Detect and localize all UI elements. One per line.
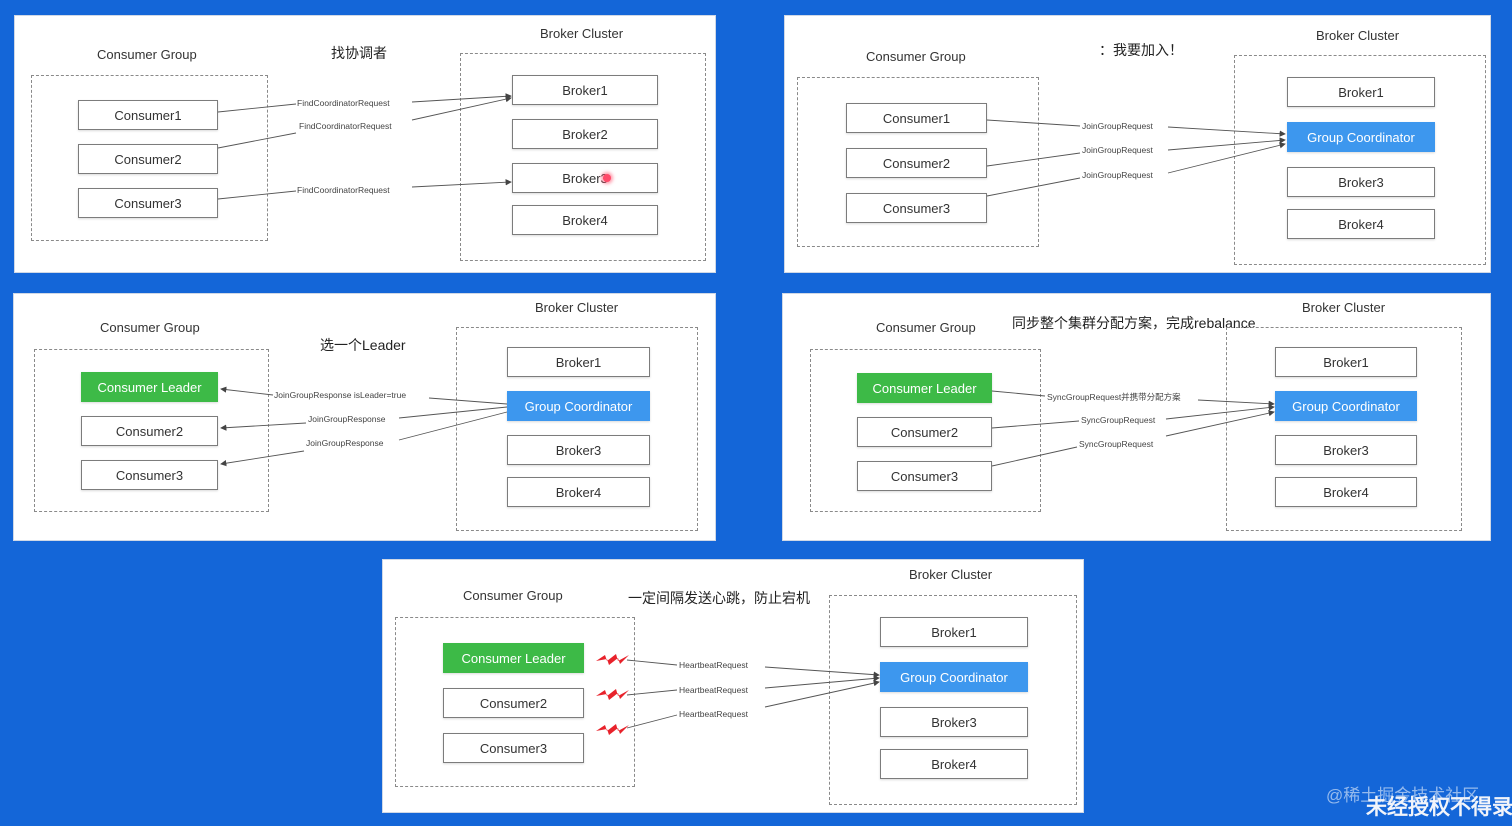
broker-box: Broker4	[507, 477, 650, 507]
step-note: ：我要加入！	[1099, 42, 1183, 58]
broker-cluster-title: Broker Cluster	[1316, 28, 1400, 43]
message-label: HeartbeatRequest	[679, 660, 749, 670]
panel-sync-group: Consumer Group Broker Cluster 同步整个集群分配方案…	[782, 293, 1491, 541]
consumer-group-title: Consumer Group	[97, 47, 197, 62]
message-label: SyncGroupRequest	[1081, 415, 1156, 425]
consumer-box: Consumer1	[846, 103, 987, 133]
message-label: JoinGroupRequest	[1082, 145, 1154, 155]
broker-box: Broker3	[512, 163, 658, 193]
cursor-highlight-icon	[603, 174, 611, 182]
broker-box: Broker1	[1287, 77, 1435, 107]
step-note: 一定间隔发送心跳，防止宕机	[628, 590, 810, 606]
panel-find-coordinator: Consumer Group Broker Cluster 找协调者 FindC…	[14, 15, 716, 273]
message-label: JoinGroupResponse	[306, 438, 384, 448]
broker-box: Broker1	[880, 617, 1028, 647]
lightning-bolt-icon	[596, 689, 629, 700]
message-label: JoinGroupResponse	[308, 414, 386, 424]
panel-select-leader: Consumer Group Broker Cluster 选一个Leader …	[13, 293, 716, 541]
broker-box: Broker1	[507, 347, 650, 377]
broker-cluster-frame	[460, 53, 706, 261]
consumer-box: Consumer3	[443, 733, 584, 763]
broker-box: Broker2	[512, 119, 658, 149]
broker-cluster-title: Broker Cluster	[909, 567, 993, 582]
consumer-group-frame	[34, 349, 269, 512]
panel-join-group: Consumer Group Broker Cluster ：我要加入！ Joi…	[784, 15, 1491, 273]
message-label: JoinGroupRequest	[1082, 121, 1154, 131]
lightning-bolt-icon	[596, 724, 629, 735]
broker-box: Broker3	[507, 435, 650, 465]
broker-box: Broker3	[1287, 167, 1435, 197]
message-label: SyncGroupRequest	[1079, 439, 1154, 449]
lightning-bolt-icon	[596, 654, 629, 665]
broker-cluster-title: Broker Cluster	[1302, 300, 1386, 315]
consumer-box: Consumer3	[846, 193, 987, 223]
consumer-group-title: Consumer Group	[876, 320, 976, 335]
broker-box: Broker3	[880, 707, 1028, 737]
group-coordinator-box: Group Coordinator	[880, 662, 1028, 692]
broker-box: Broker4	[512, 205, 658, 235]
consumer-box: Consumer3	[81, 460, 218, 490]
broker-cluster-title: Broker Cluster	[540, 26, 624, 41]
community-watermark: @稀土掘金技术社区	[1326, 786, 1480, 805]
message-label: FindCoordinatorRequest	[297, 185, 390, 195]
step-note: 选一个Leader	[320, 337, 406, 353]
consumer-leader-box: Consumer Leader	[857, 373, 992, 403]
message-label: HeartbeatRequest	[679, 709, 749, 719]
broker-box: Broker4	[1275, 477, 1417, 507]
group-coordinator-box: Group Coordinator	[1287, 122, 1435, 152]
consumer-box: Consumer1	[78, 100, 218, 130]
consumer-box: Consumer3	[857, 461, 992, 491]
consumer-box: Consumer2	[846, 148, 987, 178]
consumer-box: Consumer2	[443, 688, 584, 718]
consumer-group-frame	[395, 617, 635, 787]
consumer-group-frame	[31, 75, 268, 241]
consumer-group-title: Consumer Group	[866, 49, 966, 64]
broker-box: Broker4	[1287, 209, 1435, 239]
consumer-box: Consumer2	[78, 144, 218, 174]
step-note: 找协调者	[331, 45, 387, 61]
message-label: JoinGroupRequest	[1082, 170, 1154, 180]
consumer-group-frame	[810, 349, 1041, 512]
group-coordinator-box: Group Coordinator	[1275, 391, 1417, 421]
message-label: FindCoordinatorRequest	[299, 121, 392, 131]
broker-box: Broker1	[512, 75, 658, 105]
consumer-leader-box: Consumer Leader	[443, 643, 584, 673]
broker-box: Broker4	[880, 749, 1028, 779]
consumer-box: Consumer2	[857, 417, 992, 447]
panel-heartbeat: Consumer Group Broker Cluster 一定间隔发送心跳，防…	[382, 559, 1084, 813]
consumer-box: Consumer2	[81, 416, 218, 446]
broker-cluster-title: Broker Cluster	[535, 300, 619, 315]
message-label: HeartbeatRequest	[679, 685, 749, 695]
unauthorized-watermark: 未经授权不得录	[1366, 796, 1512, 819]
message-label: FindCoordinatorRequest	[297, 98, 390, 108]
consumer-leader-box: Consumer Leader	[81, 372, 218, 402]
message-label: JoinGroupResponse isLeader=true	[274, 390, 406, 400]
consumer-group-title: Consumer Group	[100, 320, 200, 335]
broker-box: Broker3	[1275, 435, 1417, 465]
broker-box: Broker1	[1275, 347, 1417, 377]
step-note: 同步整个集群分配方案，完成rebalance	[1012, 315, 1256, 331]
consumer-group-title: Consumer Group	[463, 588, 563, 603]
consumer-box: Consumer3	[78, 188, 218, 218]
message-label: SyncGroupRequest并携带分配方案	[1047, 392, 1181, 402]
group-coordinator-box: Group Coordinator	[507, 391, 650, 421]
